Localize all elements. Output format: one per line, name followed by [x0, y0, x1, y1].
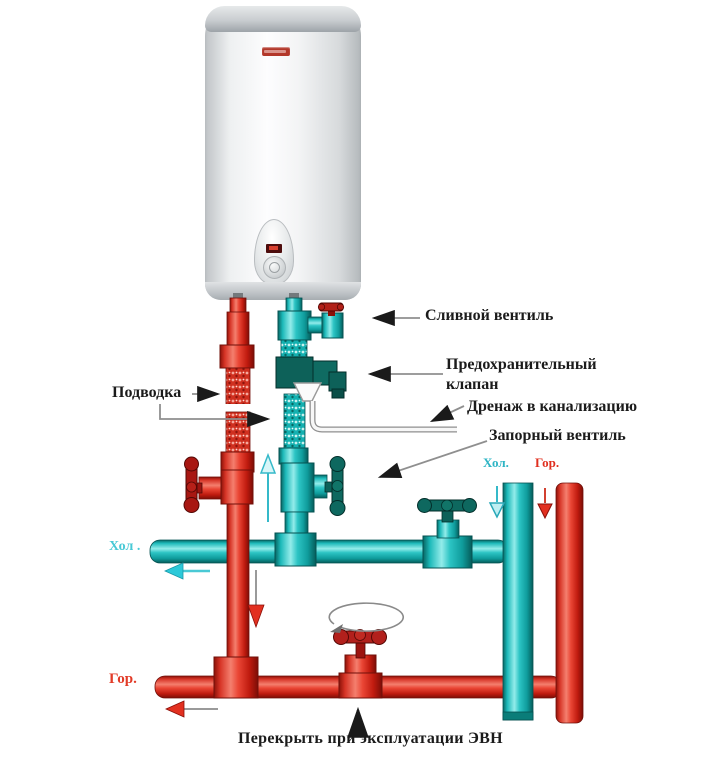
control-panel — [254, 219, 294, 285]
pointer-supply-cold — [159, 404, 271, 428]
drain-valve — [277, 302, 345, 341]
label-hot-left: Гор. — [109, 671, 137, 687]
thermostat-knob — [263, 256, 286, 279]
cold-flow-left-arrow-icon — [164, 562, 210, 580]
water-heater-tank — [205, 6, 361, 300]
label-supply: Подводка — [112, 384, 182, 401]
flexible-hose-hot — [225, 367, 251, 406]
cold-riser-down-arrow-icon — [488, 486, 506, 519]
label-shutoff-valve: Запорный вентиль — [489, 427, 626, 444]
label-hot-right: Гор. — [535, 455, 560, 470]
hot-line-valve — [333, 629, 387, 699]
heater-bottom-band — [205, 282, 361, 300]
hot-supply-column — [183, 297, 259, 699]
cold-line-valve — [417, 498, 477, 569]
hot-tee-fitting — [213, 656, 259, 699]
hot-riser-down-arrow-icon — [537, 488, 553, 520]
hot-flow-left-arrow-icon — [165, 700, 218, 718]
drainage-tube — [309, 401, 457, 433]
cold-port-stub — [289, 293, 299, 302]
label-drain-valve: Сливной вентиль — [425, 307, 554, 324]
heater-top-cap — [205, 6, 361, 32]
pointer-drainage — [429, 404, 465, 422]
hot-port-stub — [233, 293, 243, 302]
cold-water-riser — [502, 482, 534, 721]
cold-tee-fitting — [274, 532, 317, 567]
label-cold-left: Хол . — [109, 539, 141, 554]
hot-flow-down-arrow-icon — [247, 570, 265, 629]
hot-water-riser — [555, 482, 584, 724]
rotation-arrow-icon — [328, 602, 405, 633]
hot-supply-valve — [183, 456, 254, 513]
cold-supply-column — [274, 297, 457, 567]
label-cold-right: Хол. — [483, 455, 509, 470]
label-safety-valve: Предохранительный клапан — [446, 356, 597, 393]
label-drainage: Дренаж в канализацию — [467, 398, 638, 415]
flexible-hose-cold — [283, 393, 306, 449]
brand-logo — [262, 47, 290, 56]
cold-flow-up-arrow-icon — [259, 452, 277, 522]
temperature-display — [266, 244, 282, 253]
pointer-shutoff-valve — [377, 440, 488, 479]
shutoff-valve — [280, 456, 346, 516]
flexible-hose-hot-2 — [225, 411, 251, 453]
label-bottom-note: Перекрыть при эксплуатации ЭВН — [238, 730, 503, 747]
